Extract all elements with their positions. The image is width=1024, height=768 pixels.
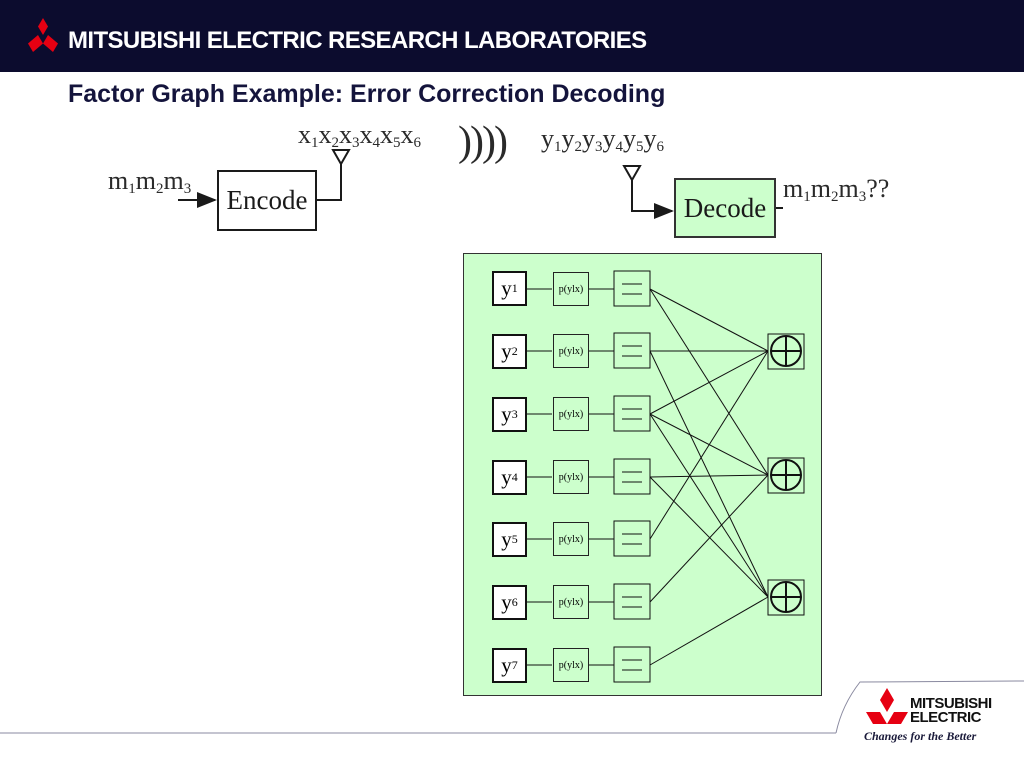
decode-label: Decode bbox=[683, 192, 767, 223]
footer-mitsubishi-logo-icon bbox=[866, 688, 908, 724]
likelihood-factor-5: p(ylx) bbox=[553, 522, 589, 556]
equality-node-1 bbox=[613, 270, 651, 307]
footer-brand-text: MITSUBISHI ELECTRIC bbox=[910, 695, 992, 726]
slide-title: Factor Graph Example: Error Correction D… bbox=[68, 80, 666, 108]
mitsubishi-logo-icon bbox=[28, 18, 58, 52]
transmit-sequence: x1x2x3x4x5x6 bbox=[298, 120, 421, 151]
equality-node-4 bbox=[613, 458, 651, 495]
encode-box: Encode bbox=[217, 170, 317, 231]
encode-to-antenna-line bbox=[317, 164, 342, 201]
output-message-label: m1m2m3?? bbox=[783, 174, 890, 205]
footer-tagline: Changes for the Better bbox=[864, 729, 977, 743]
decode-box: Decode bbox=[674, 178, 776, 238]
equality-node-3 bbox=[613, 395, 651, 432]
brand-line-2: ELECTRIC bbox=[910, 709, 981, 726]
equality-node-6 bbox=[613, 583, 651, 620]
org-title: MITSUBISHI ELECTRIC RESEARCH LABORATORIE… bbox=[68, 27, 647, 54]
equality-node-2 bbox=[613, 332, 651, 369]
encode-label: Encode bbox=[226, 185, 308, 215]
transmit-antenna-icon bbox=[331, 149, 351, 167]
likelihood-factor-3: p(ylx) bbox=[553, 397, 589, 431]
antenna-to-decode-arrow bbox=[631, 180, 674, 219]
equality-node-7 bbox=[613, 646, 651, 683]
footer-curve bbox=[835, 680, 1024, 734]
input-message-label: m1m2m3 bbox=[108, 166, 192, 197]
brand-line-1: MITSUBISHI bbox=[910, 695, 992, 712]
receive-antenna-icon bbox=[622, 165, 642, 183]
pipeline-connectors bbox=[178, 149, 783, 219]
header-bar: MITSUBISHI ELECTRIC RESEARCH LABORATORIE… bbox=[0, 0, 1024, 72]
parity-check-node-2 bbox=[767, 457, 805, 494]
equality-node-5 bbox=[613, 520, 651, 557]
receive-sequence: y1y2y3y4y5y6 bbox=[541, 124, 664, 155]
parity-check-node-1 bbox=[767, 333, 805, 370]
likelihood-factor-6: p(ylx) bbox=[553, 585, 589, 619]
radio-waves: )))) bbox=[458, 119, 508, 165]
likelihood-factor-2: p(ylx) bbox=[553, 334, 589, 368]
likelihood-factor-4: p(ylx) bbox=[553, 460, 589, 494]
likelihood-factor-1: p(ylx) bbox=[553, 272, 589, 306]
likelihood-factor-7: p(ylx) bbox=[553, 648, 589, 682]
parity-check-node-3 bbox=[767, 579, 805, 616]
